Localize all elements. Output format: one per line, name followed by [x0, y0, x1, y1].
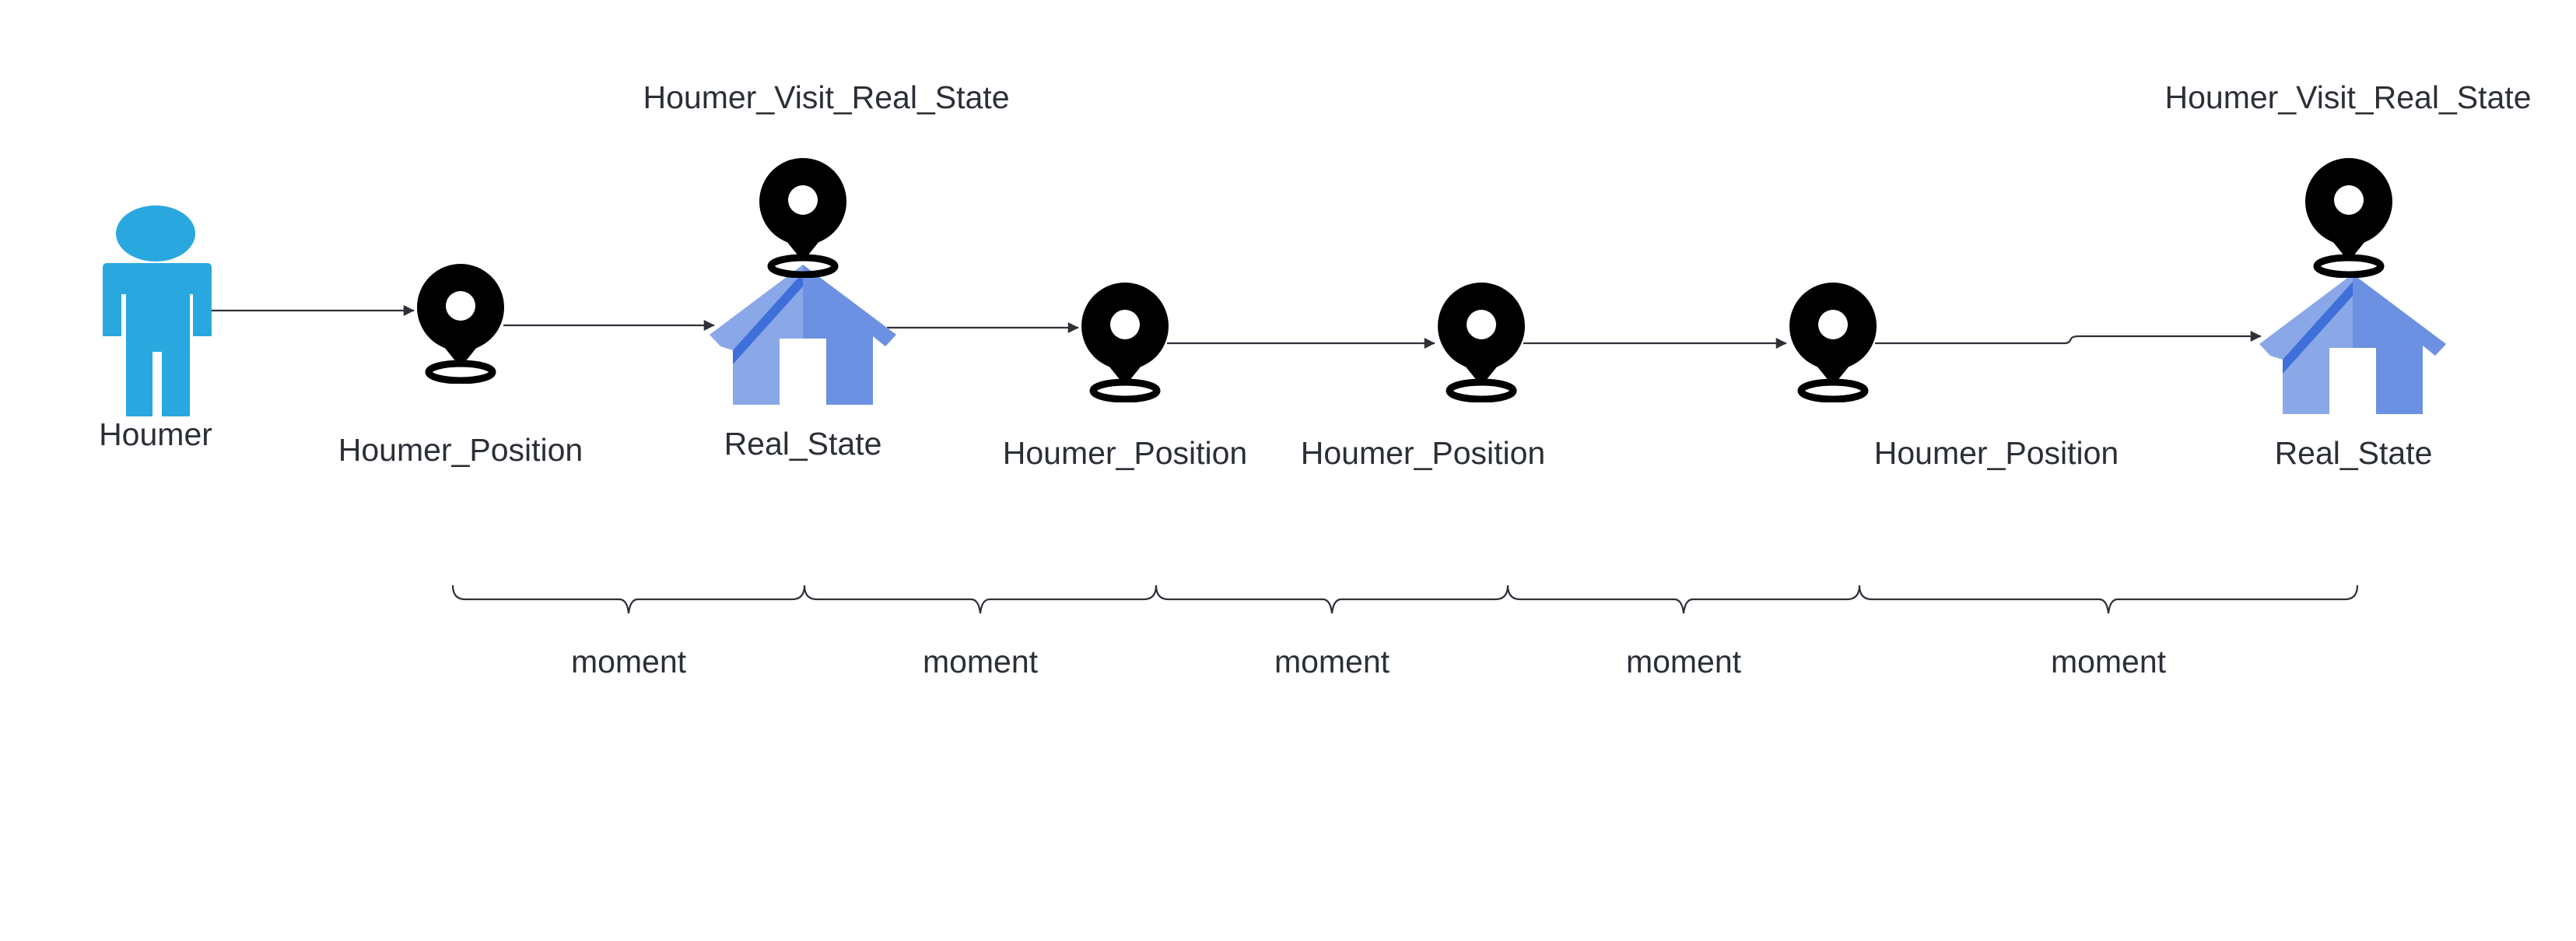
position-label: Houmer_Position [1003, 435, 1248, 471]
moment-brace: moment [1155, 585, 1509, 679]
map-pin-icon [417, 264, 504, 381]
brace-shape [1858, 585, 2359, 614]
visit-label: Houmer_Visit_Real_State [643, 79, 1010, 115]
house-icon [2259, 274, 2446, 414]
moment-label: moment [1274, 644, 1390, 679]
position-node: Houmer_Position [1301, 283, 1546, 471]
position-node: Houmer_Position [1003, 283, 1248, 471]
position-node: Houmer_Position [1789, 283, 2119, 471]
position-label: Houmer_Position [338, 432, 584, 468]
moment-label: moment [2051, 644, 2167, 679]
actor-label: Houmer [99, 416, 212, 452]
moment-label: moment [923, 644, 1039, 679]
houmer-actor: Houmer [99, 205, 212, 452]
brace-shape [451, 585, 806, 614]
connector-arrow [1875, 331, 2262, 345]
position-label: Houmer_Position [1301, 435, 1546, 471]
map-pin-icon [1789, 283, 1877, 399]
real-state-label: Real_State [724, 426, 882, 462]
house-icon [710, 265, 896, 405]
moment-brace: moment [803, 585, 1158, 679]
moment-brace: moment [1858, 585, 2359, 679]
connectors [212, 305, 2262, 349]
position-label: Houmer_Position [1874, 435, 2119, 471]
brace-shape [803, 585, 1158, 614]
map-pin-icon [759, 158, 846, 275]
brace-shape [1506, 585, 1861, 614]
real-state-node: Houmer_Visit_Real_State Real_State [2165, 79, 2532, 471]
moment-brace: moment [451, 585, 806, 679]
visit-label: Houmer_Visit_Real_State [2165, 79, 2532, 115]
moment-label: moment [571, 644, 687, 679]
moment-braces: moment moment moment moment moment [451, 585, 2359, 679]
real-state-node: Houmer_Visit_Real_State Real_State [643, 79, 1010, 462]
map-pin-icon [1438, 283, 1525, 399]
person-icon [103, 205, 212, 416]
brace-shape [1155, 585, 1509, 614]
moment-brace: moment [1506, 585, 1861, 679]
real-state-label: Real_State [2275, 435, 2433, 471]
map-pin-icon [2305, 158, 2392, 275]
map-pin-icon [1081, 283, 1169, 399]
moment-label: moment [1626, 644, 1742, 679]
position-node: Houmer_Position [338, 264, 584, 468]
